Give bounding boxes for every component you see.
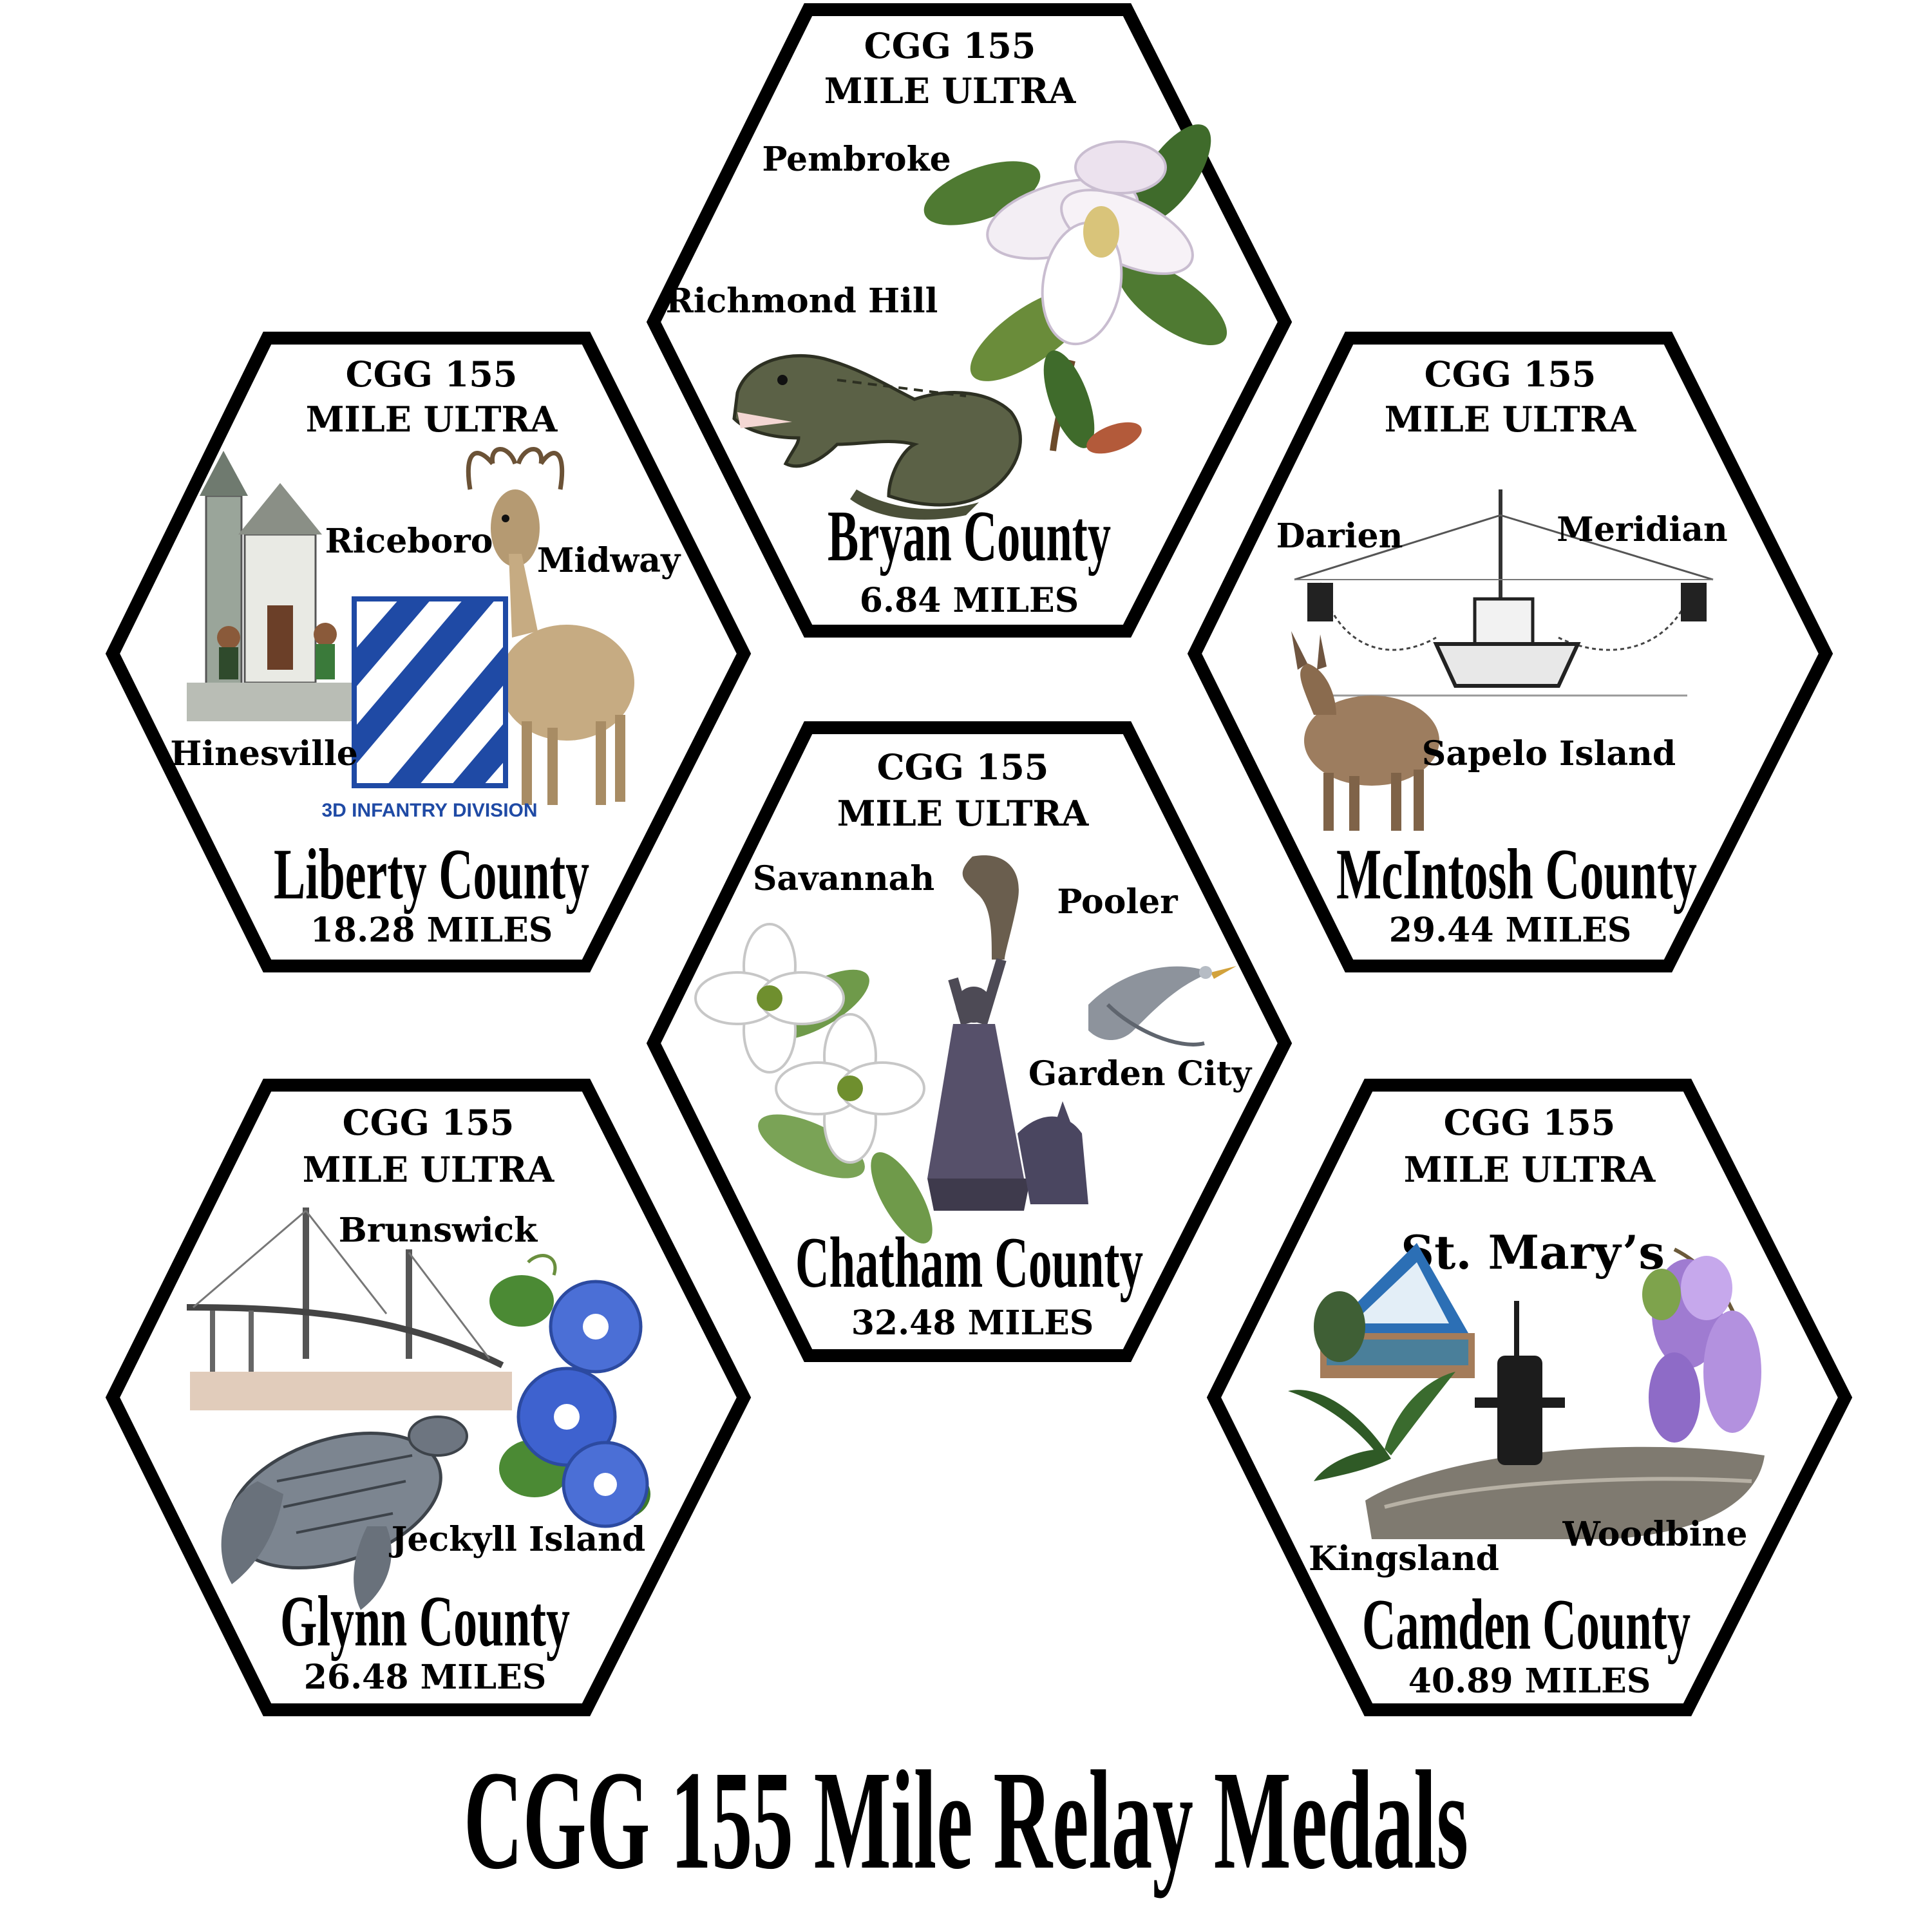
bridge-icon <box>186 1208 512 1410</box>
town-label: Darien <box>1276 516 1403 556</box>
distance-label: 29.44 MILES <box>1389 911 1632 950</box>
medal-mcintosh: CGG 155 MILE ULTRA Darien <box>1187 332 1833 972</box>
distance-label: 40.89 MILES <box>1408 1662 1651 1701</box>
church-icon <box>187 451 367 721</box>
waving-girl-statue-icon <box>927 855 1088 1211</box>
medal-header-line1: CGG 155 <box>346 354 518 395</box>
sea-turtle-icon <box>221 1416 468 1610</box>
medal-chatham: CGG 155 MILE ULTRA <box>646 721 1293 1362</box>
town-label: Meridian <box>1557 510 1727 549</box>
submarine-icon <box>1365 1301 1765 1539</box>
town-label: St. Mary’s <box>1401 1225 1665 1280</box>
town-label: Sapelo Island <box>1422 734 1676 773</box>
deer-icon <box>466 447 634 805</box>
alligator-icon <box>732 354 1022 520</box>
county-name: Liberty County <box>274 835 589 914</box>
medal-header-line2: MILE ULTRA <box>1385 399 1637 440</box>
county-name: Camden County <box>1362 1585 1690 1665</box>
town-label: Hinesville <box>170 734 358 773</box>
county-name: Chatham County <box>795 1223 1143 1303</box>
medal-header-line2: MILE ULTRA <box>837 793 1090 834</box>
wisteria-icon <box>1642 1247 1761 1443</box>
magnolia-flower-icon <box>923 124 1227 454</box>
medal-header-line1: CGG 155 <box>1425 354 1596 395</box>
town-label: Pooler <box>1057 882 1178 922</box>
county-name: Bryan County <box>828 497 1111 576</box>
town-label: Midway <box>537 541 681 580</box>
town-label: Riceboro <box>325 522 493 561</box>
county-name: Glynn County <box>280 1582 570 1662</box>
badge-caption: 3D INFANTRY DIVISION <box>321 800 537 821</box>
medal-liberty: CGG 155 MILE ULTRA <box>105 332 752 972</box>
medal-header-line2: MILE ULTRA <box>306 399 558 440</box>
medal-camden: CGG 155 MILE ULTRA St. Mary’s <box>1206 1079 1853 1716</box>
medal-glynn: CGG 155 MILE ULTRA <box>105 1079 752 1716</box>
pavilion-icon <box>1314 1243 1475 1378</box>
medal-header-line1: CGG 155 <box>1444 1102 1616 1143</box>
town-label: Woodbine <box>1562 1515 1748 1554</box>
medal-header-line2: MILE ULTRA <box>1404 1149 1656 1190</box>
town-label: Garden City <box>1028 1054 1253 1094</box>
palm-icon <box>1288 1372 1455 1481</box>
dogwood-flower-icon <box>694 923 933 1244</box>
medal-header-line1: CGG 155 <box>864 25 1036 66</box>
poster-title: CGG 155 Mile Relay Medals <box>464 1741 1468 1899</box>
heron-icon <box>1088 966 1236 1046</box>
distance-label: 18.28 MILES <box>310 911 553 950</box>
medal-header-line2: MILE ULTRA <box>824 70 1077 111</box>
town-label: Jeckyll Island <box>389 1520 645 1559</box>
donkey-icon <box>1291 631 1439 831</box>
town-label: Kingsland <box>1309 1539 1499 1578</box>
town-label: Savannah <box>753 859 934 898</box>
town-label: Richmond Hill <box>666 281 938 321</box>
town-label: Pembroke <box>762 140 951 179</box>
medal-header-line1: CGG 155 <box>343 1102 515 1143</box>
distance-label: 6.84 MILES <box>860 581 1079 620</box>
medal-header-line2: MILE ULTRA <box>303 1149 555 1190</box>
medal-bryan: CGG 155 MILE ULTRA Pembroke Richmond Hil… <box>646 3 1293 638</box>
town-label: Brunswick <box>339 1211 538 1250</box>
distance-label: 26.48 MILES <box>304 1658 547 1697</box>
morning-glory-icon <box>489 1254 650 1528</box>
shrimp-boat-icon <box>1294 489 1714 697</box>
distance-label: 32.48 MILES <box>851 1303 1094 1343</box>
infantry-patch-icon: 3D INFANTRY DIVISION <box>321 596 538 821</box>
medal-header-line1: CGG 155 <box>877 746 1049 788</box>
county-name: McIntosh County <box>1336 835 1697 914</box>
